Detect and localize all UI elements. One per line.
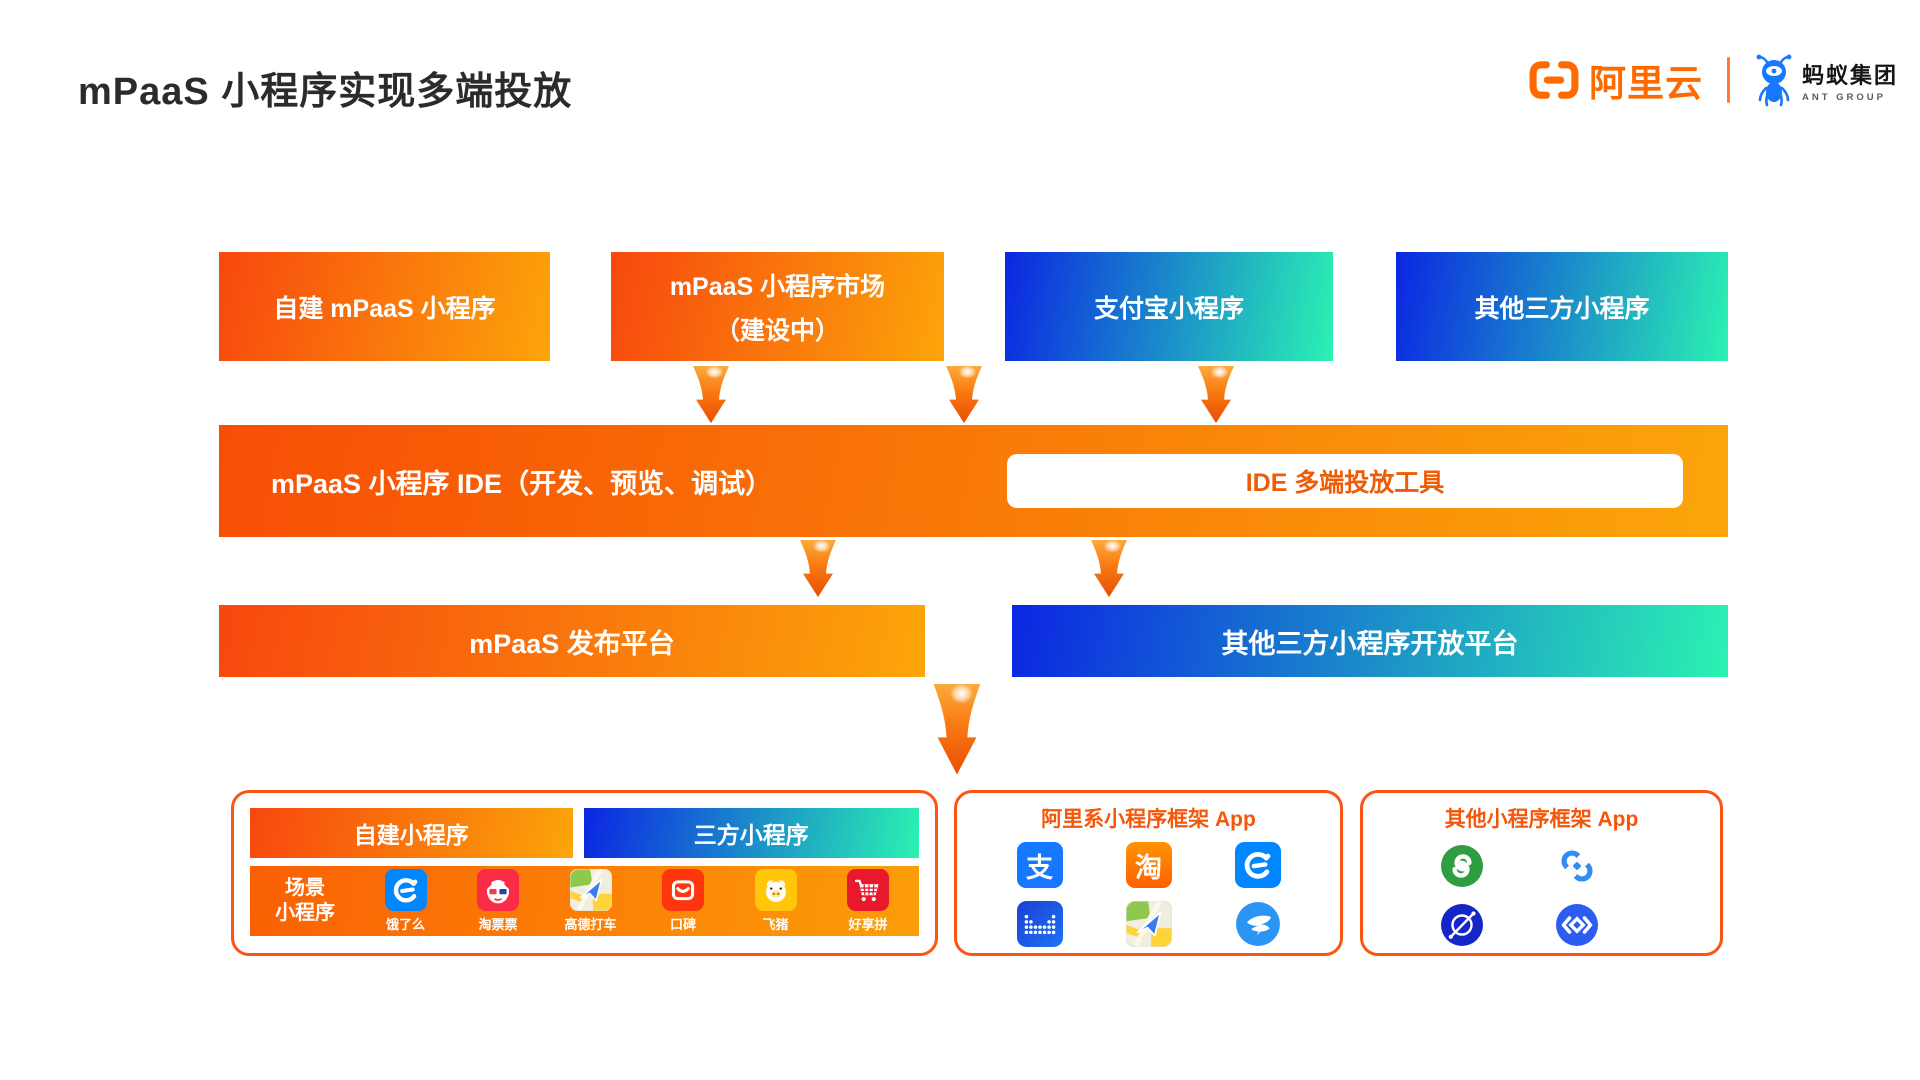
- scene-app-taopiaopiao: 淘票票: [467, 869, 529, 933]
- bar-self-built-miniprogram: 自建小程序: [250, 808, 573, 858]
- eleme-icon: [385, 869, 427, 911]
- ant-group-logo: 蚂蚁集团 ANT GROUP: [1754, 52, 1898, 108]
- flow-box-mpaas-publish-platform: mPaaS 发布平台: [219, 605, 925, 677]
- planet-orbit-icon: [1440, 903, 1484, 947]
- page-title: mPaaS 小程序实现多端投放: [78, 71, 573, 113]
- other-framework-apps-panel: 其他小程序框架 App: [1360, 790, 1723, 956]
- fliggy-icon: [755, 869, 797, 911]
- ali-framework-apps-panel: 阿里系小程序框架 App 支 淘: [954, 790, 1343, 956]
- scene-app-haoxiangpin: 好享拼: [837, 869, 899, 933]
- down-arrow-icon: [1089, 540, 1129, 598]
- scene-app-eleme: 饿了么: [375, 869, 437, 933]
- mybank-icon: [1017, 901, 1063, 947]
- scene-app-fliggy: 飞猪: [745, 869, 807, 933]
- down-arrow-icon: [1196, 366, 1236, 424]
- ide-multi-deploy-tool-box: IDE 多端投放工具: [1007, 454, 1683, 508]
- ant-icon: [1754, 52, 1794, 108]
- scene-row-label: 场景 小程序: [275, 877, 335, 924]
- scene-apps-bar: 场景 小程序 饿了么 淘票票 高德打车 口碑 飞猪: [250, 866, 919, 936]
- aliyun-logo: 阿里云: [1529, 53, 1703, 107]
- flow-box-self-built-mpaas: 自建 mPaaS 小程序: [219, 252, 550, 361]
- eleme-icon: [1235, 842, 1281, 888]
- ali-framework-panel-title: 阿里系小程序框架 App: [1041, 808, 1256, 831]
- amap-taxi-icon: [570, 869, 612, 911]
- dingtalk-icon: [1235, 901, 1281, 947]
- flow-box-mpaas-ide: mPaaS 小程序 IDE（开发、预览、调试） IDE 多端投放工具: [219, 425, 1728, 537]
- brand-area: 阿里云 蚂蚁集团 ANT GROUP: [1529, 52, 1898, 108]
- scene-app-koubei: 口碑: [652, 869, 714, 933]
- taobao-icon: 淘: [1125, 842, 1172, 888]
- quickapp-icon: [1555, 903, 1599, 947]
- flow-box-third-party-miniprogram: 其他三方小程序: [1396, 252, 1728, 361]
- down-arrow-icon: [931, 684, 983, 776]
- aliyun-brackets-icon: [1529, 61, 1579, 99]
- brand-divider: [1726, 57, 1730, 103]
- scene-miniprogram-panel: 自建小程序 三方小程序 场景 小程序 饿了么 淘票票 高德打车: [231, 790, 938, 956]
- scene-app-amap-taxi: 高德打车: [560, 869, 622, 933]
- flow-box-alipay-miniprogram: 支付宝小程序: [1005, 252, 1333, 361]
- amap-icon: [1126, 901, 1172, 947]
- bar-third-party-miniprogram: 三方小程序: [583, 808, 919, 858]
- flow-box-mpaas-market: mPaaS 小程序市场 （建设中）: [611, 252, 944, 361]
- down-arrow-icon: [691, 366, 731, 424]
- down-arrow-icon: [944, 366, 984, 424]
- ant-group-cn: 蚂蚁集团: [1801, 62, 1898, 88]
- chain-link-icon: [1555, 844, 1599, 888]
- aliyun-logo-text: 阿里云: [1588, 63, 1703, 104]
- down-arrow-icon: [798, 540, 838, 598]
- ide-label: mPaaS 小程序 IDE（开发、预览、调试）: [271, 468, 773, 499]
- koubei-icon: [662, 869, 704, 911]
- taopiaopiao-icon: [477, 869, 519, 911]
- alipay-icon: 支: [1016, 842, 1063, 888]
- other-framework-panel-title: 其他小程序框架 App: [1444, 808, 1639, 831]
- haoxiangpin-icon: [847, 869, 889, 911]
- wechat-miniprogram-icon: [1440, 844, 1484, 888]
- flow-box-third-party-open-platform: 其他三方小程序开放平台: [1012, 605, 1728, 677]
- ant-group-en: ANT GROUP: [1801, 91, 1886, 103]
